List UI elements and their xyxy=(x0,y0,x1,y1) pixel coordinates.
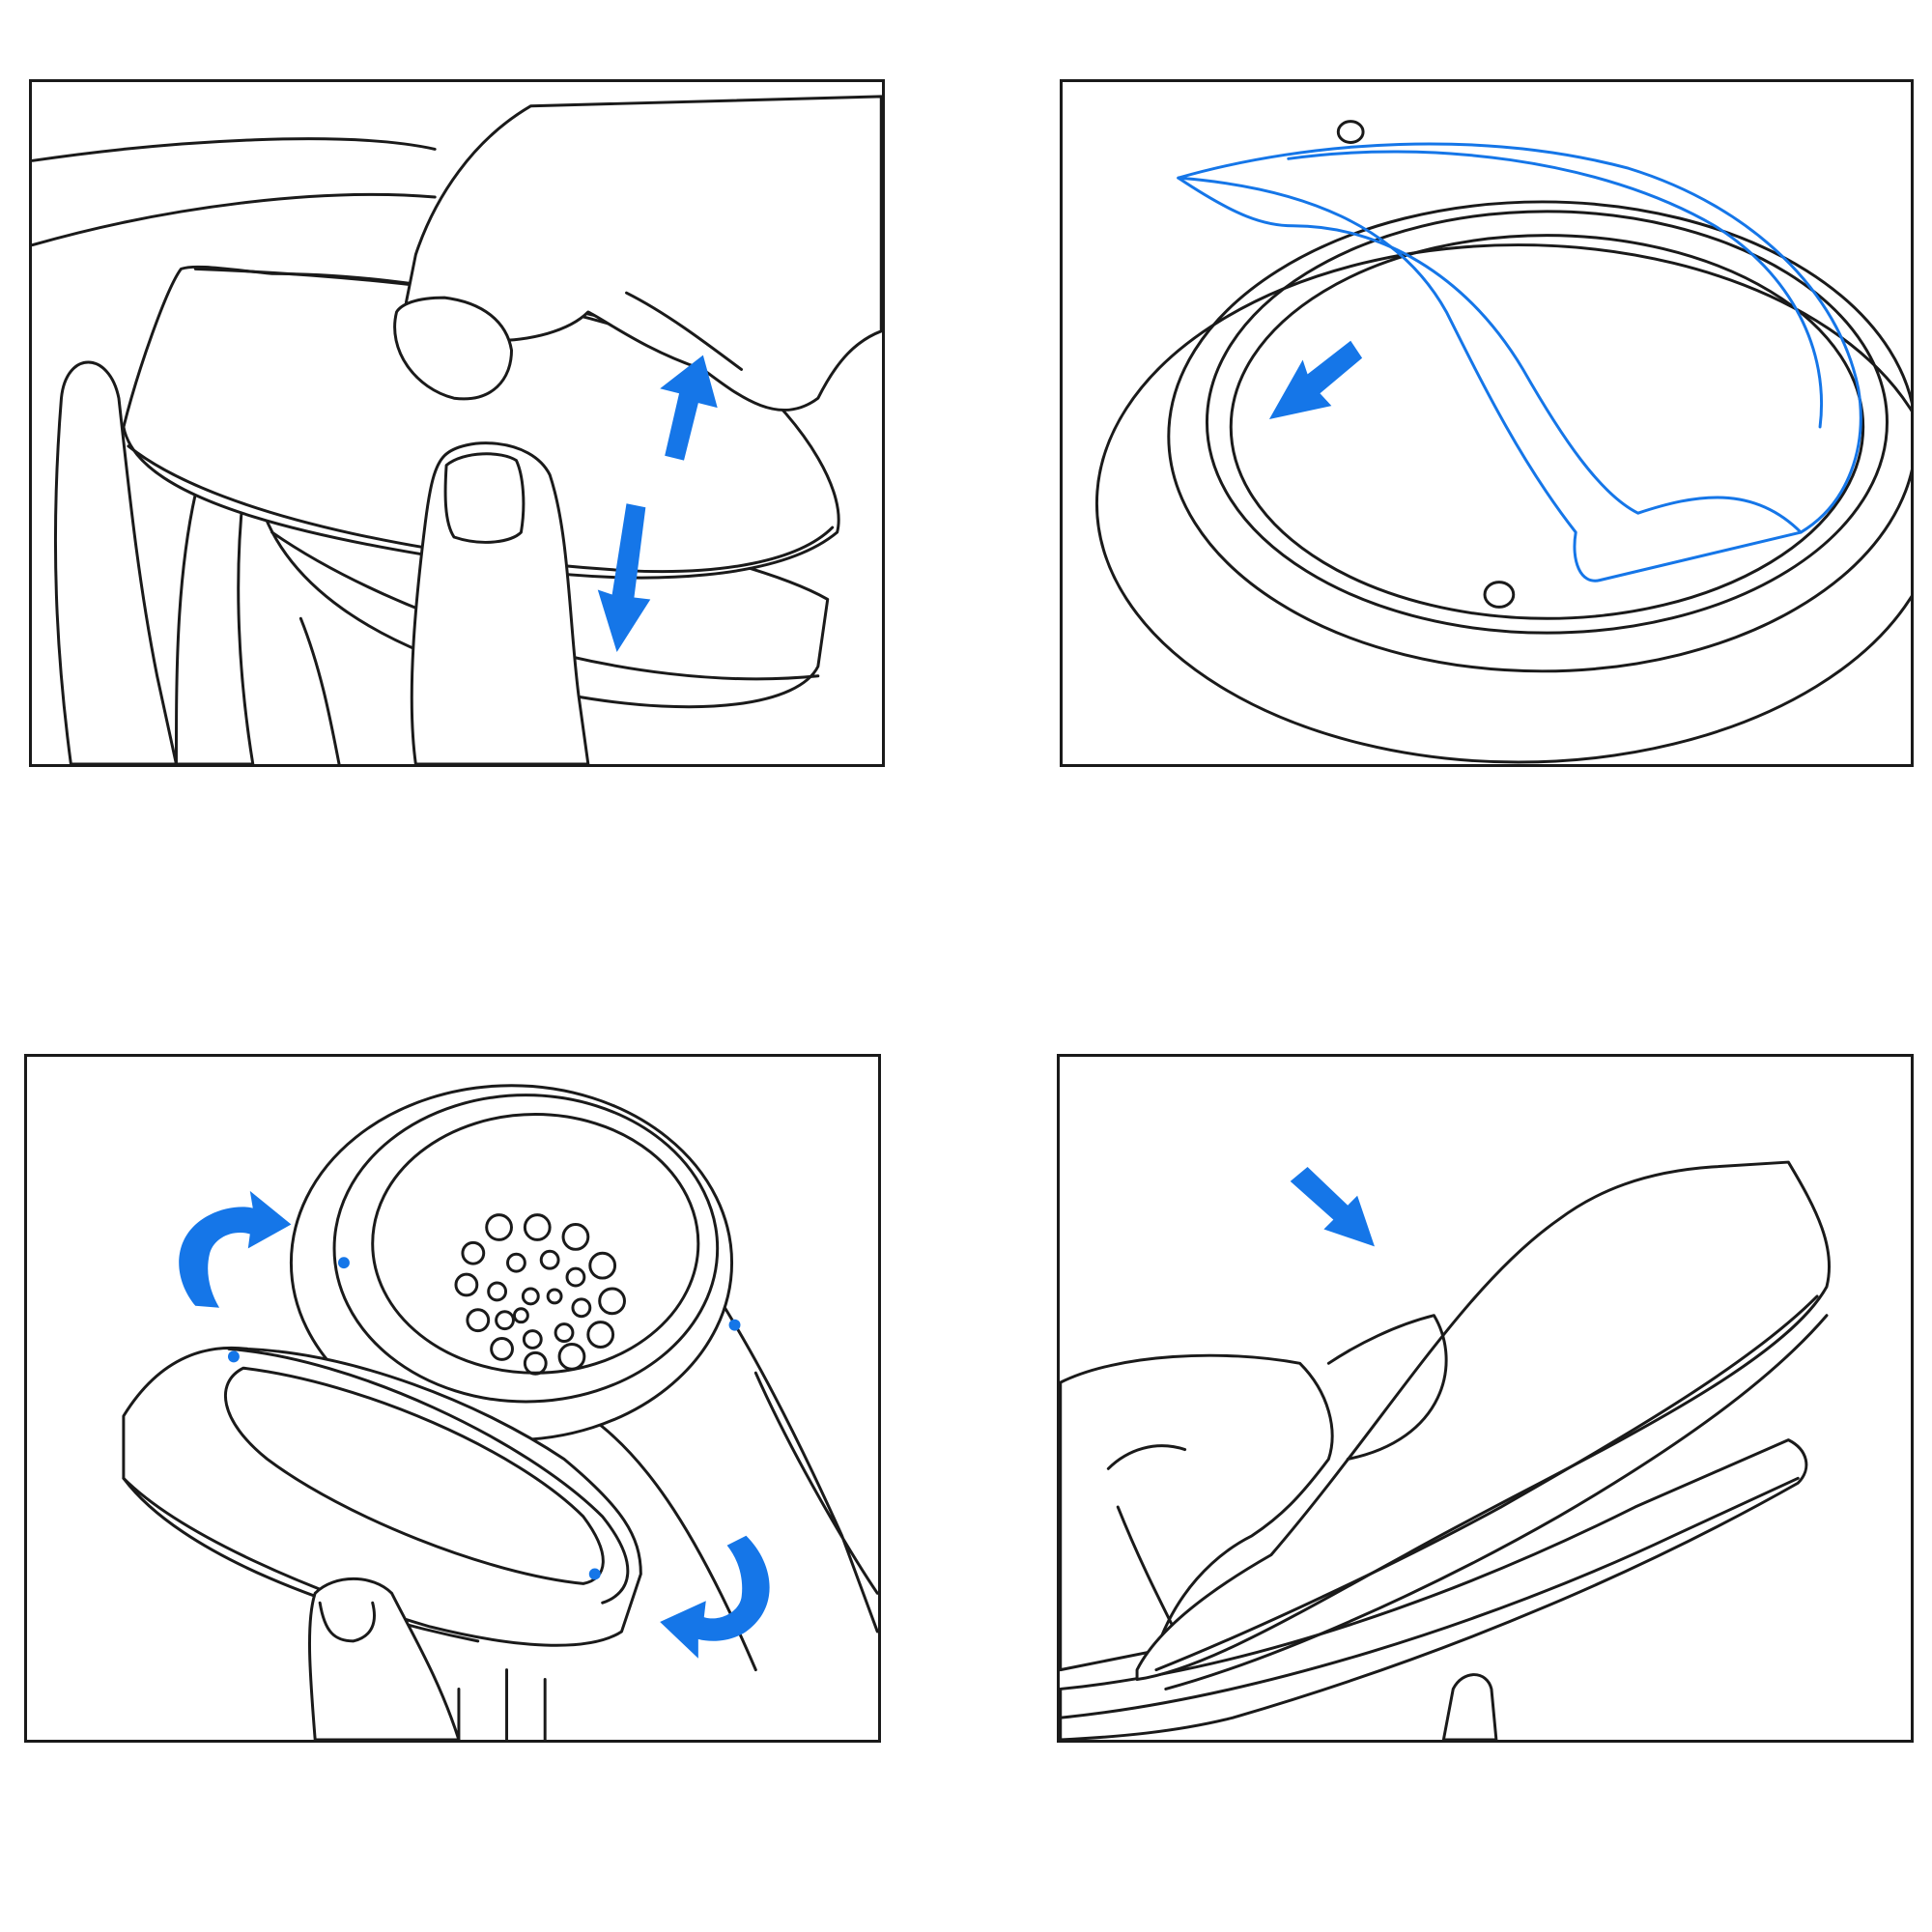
step-4-illustration xyxy=(1060,1160,1832,1740)
step-3-illustration xyxy=(122,1084,878,1740)
new-ear-pad-side xyxy=(122,1476,480,1643)
ear-cup-ring xyxy=(1205,210,1889,635)
step-4-panel xyxy=(1057,1054,1914,1743)
arrow-up xyxy=(660,355,718,461)
thumbnail xyxy=(443,452,526,544)
adhesive-film xyxy=(1177,142,1862,582)
ear-cup-inner xyxy=(1229,234,1865,620)
speaker-cup-ring xyxy=(332,1094,720,1404)
adhesive-film-fold xyxy=(1177,176,1803,534)
alignment-dot-pad-top xyxy=(227,1350,240,1363)
peel-arrow-icon xyxy=(1268,340,1363,420)
left-hand-crease xyxy=(298,616,341,764)
left-hand xyxy=(53,360,178,764)
headband xyxy=(32,137,437,247)
index-finger xyxy=(393,296,514,401)
thumbnail xyxy=(318,1601,376,1643)
ear-cup-base-rim xyxy=(1060,1476,1800,1719)
fingers xyxy=(457,1668,547,1740)
hole-bottom xyxy=(1483,581,1516,609)
pull-apart-arrows-icon xyxy=(597,355,718,652)
new-ear-pad-seam xyxy=(1154,1294,1819,1672)
new-ear-pad xyxy=(1135,1160,1832,1682)
knuckle xyxy=(625,291,743,371)
new-ear-pad-cushion xyxy=(1326,1314,1448,1461)
new-ear-pad-ring xyxy=(223,1366,605,1585)
hand-fold xyxy=(1106,1444,1187,1634)
ear-cup-face xyxy=(1167,200,1911,673)
step-2-illustration xyxy=(1095,120,1911,764)
left-hand-fingers xyxy=(174,492,255,764)
rotate-arrows-icon xyxy=(179,1190,770,1659)
step-1-panel xyxy=(29,79,885,767)
adhesive-film-edge xyxy=(1287,150,1824,429)
hole-top xyxy=(1336,120,1365,144)
alignment-dot-cup-right xyxy=(728,1319,741,1331)
new-ear-pad-lower xyxy=(1164,1314,1829,1690)
step-3-panel xyxy=(24,1054,881,1743)
press-arrow-icon xyxy=(1290,1167,1375,1247)
arrow-down xyxy=(597,503,651,652)
thumb xyxy=(308,1577,461,1740)
step-1-illustration xyxy=(32,95,882,764)
new-ear-pad-top xyxy=(227,1347,630,1605)
speaker-grille xyxy=(454,1213,626,1376)
alignment-dot-cup-left xyxy=(338,1257,350,1269)
rotate-arrow-top xyxy=(179,1190,292,1308)
ear-cup-base xyxy=(1060,1438,1808,1740)
ear-cup-outer xyxy=(1095,243,1911,764)
slider-tab xyxy=(1441,1673,1498,1740)
rotate-arrow-bottom xyxy=(660,1535,770,1659)
hand xyxy=(1060,1353,1334,1672)
alignment-dot-pad-bottom xyxy=(588,1568,601,1580)
step-2-panel xyxy=(1060,79,1914,767)
